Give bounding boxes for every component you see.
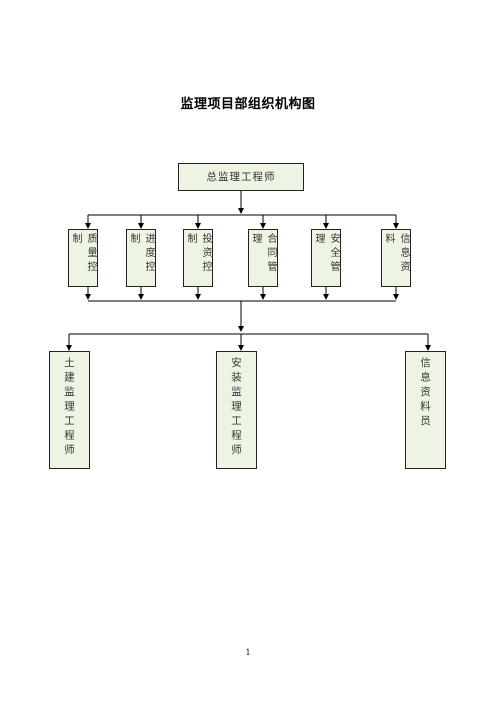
dept-label: 信息资料 xyxy=(383,233,409,275)
dept-label: 合同管理 xyxy=(250,233,276,275)
dept-box-investment: 投资控制 xyxy=(183,229,213,287)
dept-box-information: 信息资料 xyxy=(381,229,411,287)
page-title: 监理项目部组织机构图 xyxy=(180,97,316,112)
dept-box-quality: 质量控制 xyxy=(68,229,98,287)
dept-label: 质量控制 xyxy=(70,233,96,275)
staff-box-records: 信息资料员 xyxy=(405,351,446,469)
dept-box-contract: 合同管理 xyxy=(248,229,278,287)
dept-label: 进度控制 xyxy=(128,233,154,275)
dept-box-safety: 安全管理 xyxy=(311,229,341,287)
chief-supervisor-box: 总监理工程师 xyxy=(178,163,304,191)
page-number: 1 xyxy=(245,648,251,657)
staff-label: 信息资料员 xyxy=(419,357,431,430)
staff-box-civil: 土建监理工程师 xyxy=(49,351,90,469)
dept-box-progress: 进度控制 xyxy=(126,229,156,287)
dept-label: 投资控制 xyxy=(185,233,211,275)
staff-box-installation: 安装监理工程师 xyxy=(216,351,257,469)
staff-label: 土建监理工程师 xyxy=(63,357,75,459)
dept-label: 安全管理 xyxy=(313,233,339,275)
staff-label: 安装监理工程师 xyxy=(230,357,242,459)
